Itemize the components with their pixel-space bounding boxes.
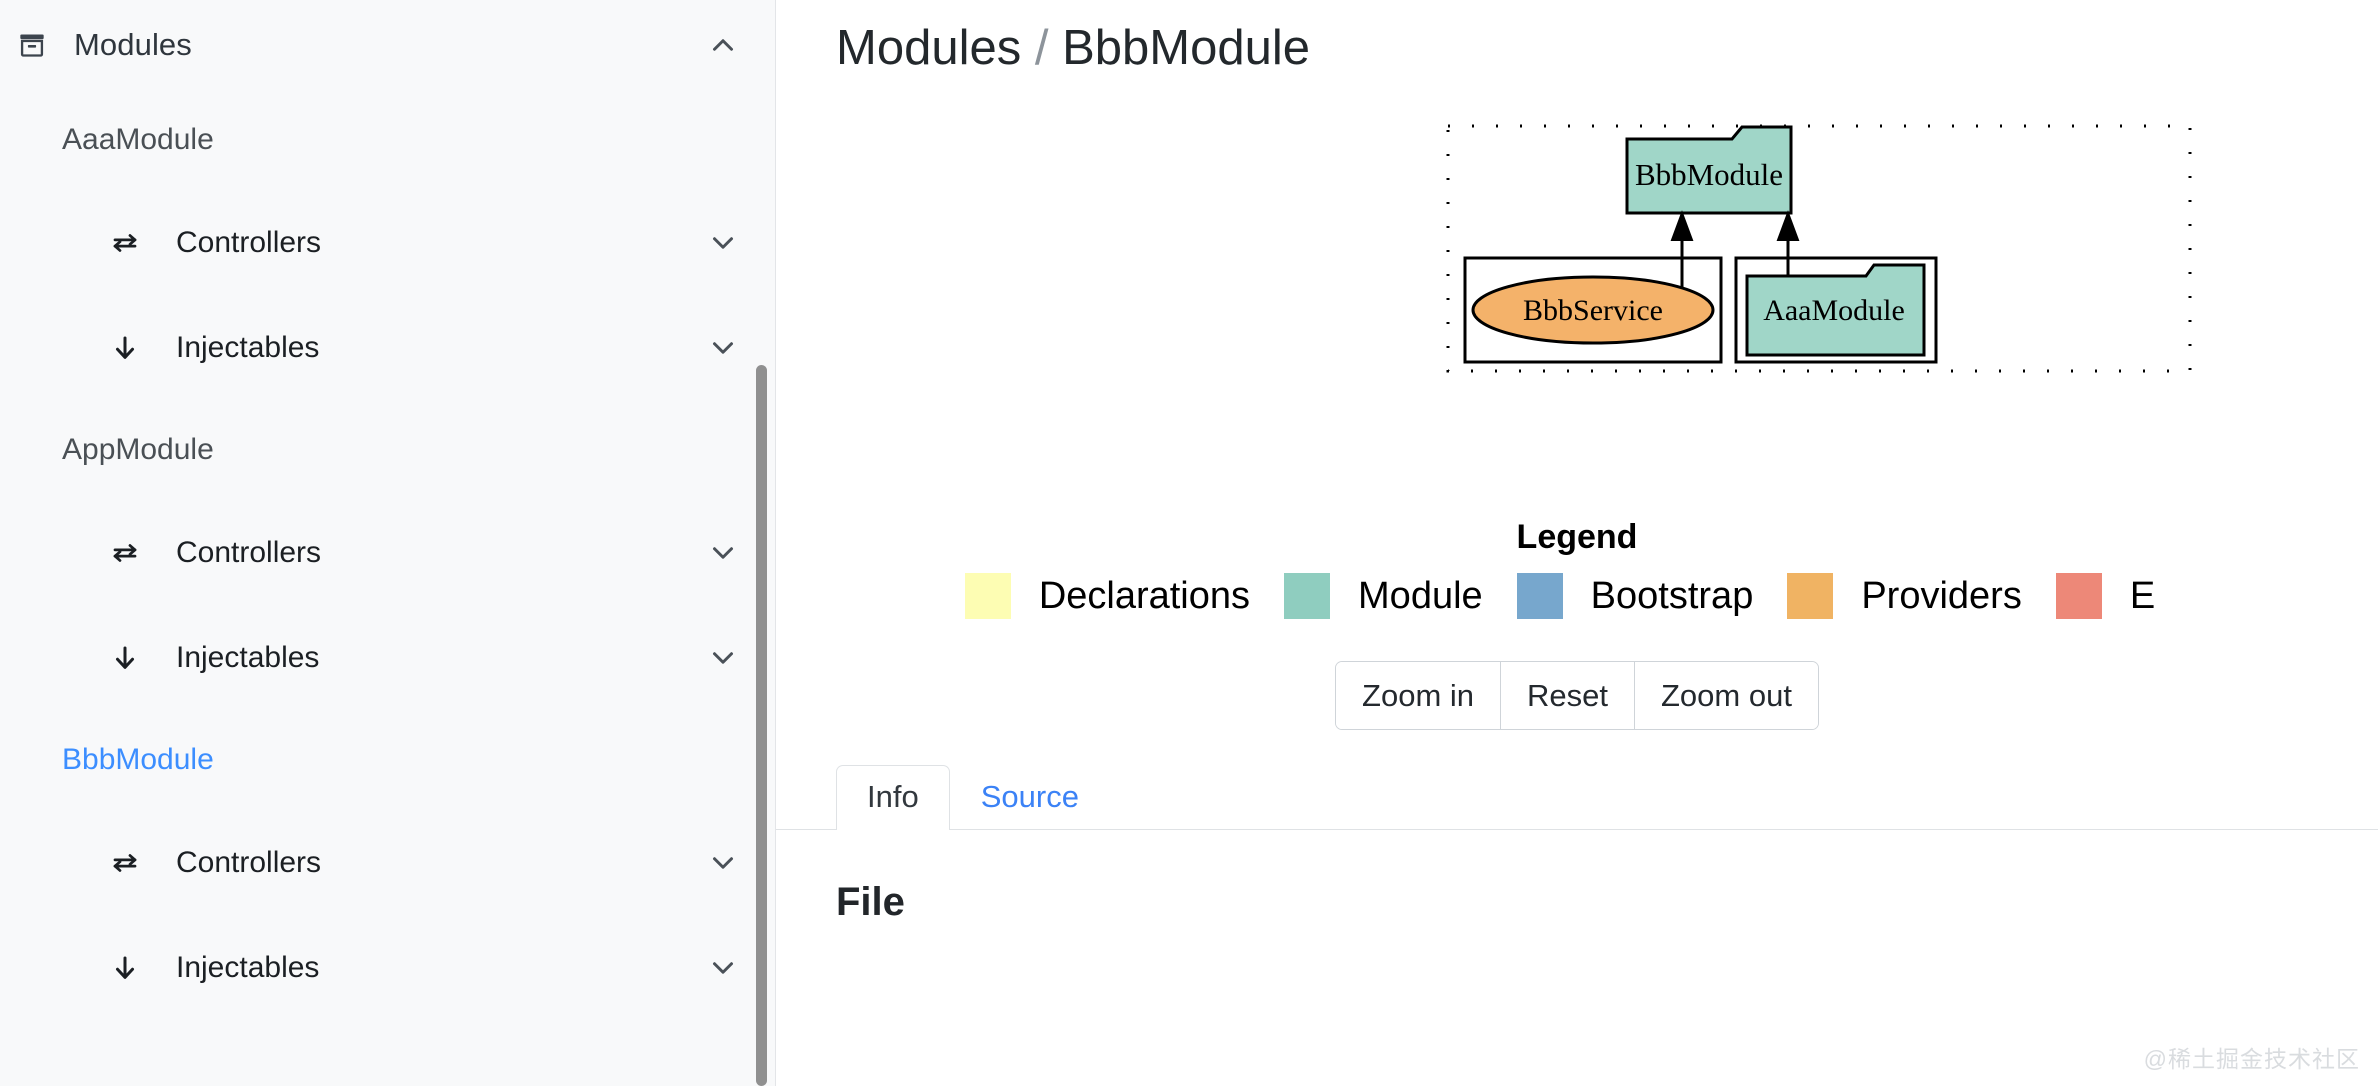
legend-swatch-declarations [964, 573, 1011, 619]
chevron-down-icon[interactable] [703, 951, 743, 985]
graph-svg[interactable]: BbbModule BbbService AaaModule [776, 106, 2378, 576]
legend-item-declarations: Declarations [964, 573, 1284, 619]
graph-node-aaamodule-label: AaaModule [1763, 294, 1905, 327]
chevron-up-icon[interactable] [703, 28, 743, 62]
legend-item-module: Module [1284, 573, 1517, 619]
sidebar-scrollbar-thumb[interactable] [756, 365, 767, 1086]
arrow-down-icon [110, 643, 144, 673]
legend-label-declarations: Declarations [1038, 574, 1251, 617]
tab-source[interactable]: Source [980, 779, 1079, 815]
sidebar-subitem-label: Injectables [176, 330, 320, 364]
legend-label-bootstrap: Bootstrap [1590, 574, 1754, 617]
zoom-reset-button[interactable]: Reset [1501, 662, 1635, 730]
zoom-button-group: Zoom in Reset Zoom out [1335, 661, 1819, 731]
module-dependency-graph[interactable]: BbbModule BbbService AaaModule [776, 106, 2378, 576]
chevron-down-icon[interactable] [703, 846, 743, 880]
sidebar-item-appmodule-injectables[interactable]: Injectables [0, 605, 775, 710]
graph-edge-bbbservice-to-bbbmodule [1670, 210, 1694, 289]
archive-icon [18, 31, 52, 59]
sidebar-subitem-label: Controllers [176, 225, 322, 259]
main-content: Modules / BbbModule BbbModule [776, 0, 2378, 1086]
watermark: @稀土掘金技术社区 [2143, 1046, 2360, 1072]
graph-edge-aaamodule-to-bbbmodule [1776, 210, 1800, 276]
graph-outer-cluster [1446, 124, 2192, 373]
exchange-arrows-icon [110, 228, 144, 258]
tab-info[interactable]: Info [836, 765, 950, 831]
legend-item-exports: E [2055, 573, 2189, 619]
section-title-file: File [836, 880, 905, 925]
arrow-down-icon [110, 953, 144, 983]
legend-swatch-providers [1787, 573, 1834, 619]
legend-label-module: Module [1358, 574, 1483, 617]
graph-node-aaamodule[interactable]: AaaModule [1745, 263, 1926, 357]
sidebar-item-appmodule[interactable]: AppModule [62, 433, 214, 466]
zoom-out-button[interactable]: Zoom out [1635, 662, 1818, 730]
sidebar-group-bbbmodule: BbbModule Controllers [0, 710, 775, 1020]
legend-item-bootstrap: Bootstrap [1516, 573, 1788, 619]
sidebar-group-aaamodule: AaaModule Controllers [0, 90, 775, 400]
sidebar-item-aaamodule-injectables[interactable]: Injectables [0, 295, 775, 400]
legend-swatch-exports [2055, 573, 2102, 619]
exchange-arrows-icon [110, 538, 144, 568]
sidebar-section-label: Modules [74, 27, 192, 62]
legend-title: Legend [1516, 518, 1638, 556]
sidebar-subitem-label: Injectables [176, 640, 320, 674]
sidebar-subitem-label: Injectables [176, 950, 320, 984]
legend-item-providers: Providers [1787, 573, 2056, 619]
graph-node-bbbmodule[interactable]: BbbModule [1625, 125, 1793, 215]
sidebar-item-aaamodule[interactable]: AaaModule [62, 123, 214, 156]
sidebar-item-aaamodule-controllers[interactable]: Controllers [0, 190, 775, 295]
breadcrumb-root[interactable]: Modules [836, 21, 1022, 75]
legend: Declarations Module Bootstrap Providers … [776, 573, 2378, 619]
arrow-down-icon [110, 333, 144, 363]
sidebar-subitem-label: Controllers [176, 535, 322, 569]
breadcrumb-current: BbbModule [1062, 21, 1310, 75]
legend-swatch-module [1284, 573, 1331, 619]
graph-node-bbbservice-label: BbbService [1523, 294, 1663, 327]
chevron-down-icon[interactable] [703, 226, 743, 260]
chevron-down-icon[interactable] [703, 536, 743, 570]
detail-tabs: Info Source [776, 765, 2378, 831]
legend-swatch-bootstrap [1516, 573, 1563, 619]
sidebar-item-bbbmodule[interactable]: BbbModule [62, 743, 214, 776]
sidebar-item-bbbmodule-injectables[interactable]: Injectables [0, 915, 775, 1020]
sidebar-item-bbbmodule-controllers[interactable]: Controllers [0, 810, 775, 915]
sidebar-scroll-area[interactable]: Modules AaaModule Co [0, 0, 775, 1086]
sidebar-group-appmodule: AppModule Controllers [0, 400, 775, 710]
sidebar-section-modules[interactable]: Modules [0, 0, 775, 90]
zoom-in-button[interactable]: Zoom in [1336, 662, 1502, 730]
chevron-down-icon[interactable] [703, 331, 743, 365]
breadcrumb-separator: / [1034, 21, 1049, 75]
page-title: Modules / BbbModule [776, 0, 2378, 96]
sidebar-item-appmodule-controllers[interactable]: Controllers [0, 500, 775, 605]
sidebar-subitem-label: Controllers [176, 845, 322, 879]
sidebar: Modules AaaModule Co [0, 0, 776, 1086]
legend-label-providers: Providers [1861, 574, 2022, 617]
graph-zoom-controls: Zoom in Reset Zoom out [776, 661, 2378, 731]
sidebar-scrollbar[interactable] [756, 365, 767, 1086]
graph-node-bbbmodule-label: BbbModule [1635, 157, 1783, 192]
exchange-arrows-icon [110, 848, 144, 878]
legend-label-exports: E [2129, 574, 2156, 617]
chevron-down-icon[interactable] [703, 641, 743, 675]
graph-node-bbbservice[interactable]: BbbService [1471, 275, 1715, 345]
